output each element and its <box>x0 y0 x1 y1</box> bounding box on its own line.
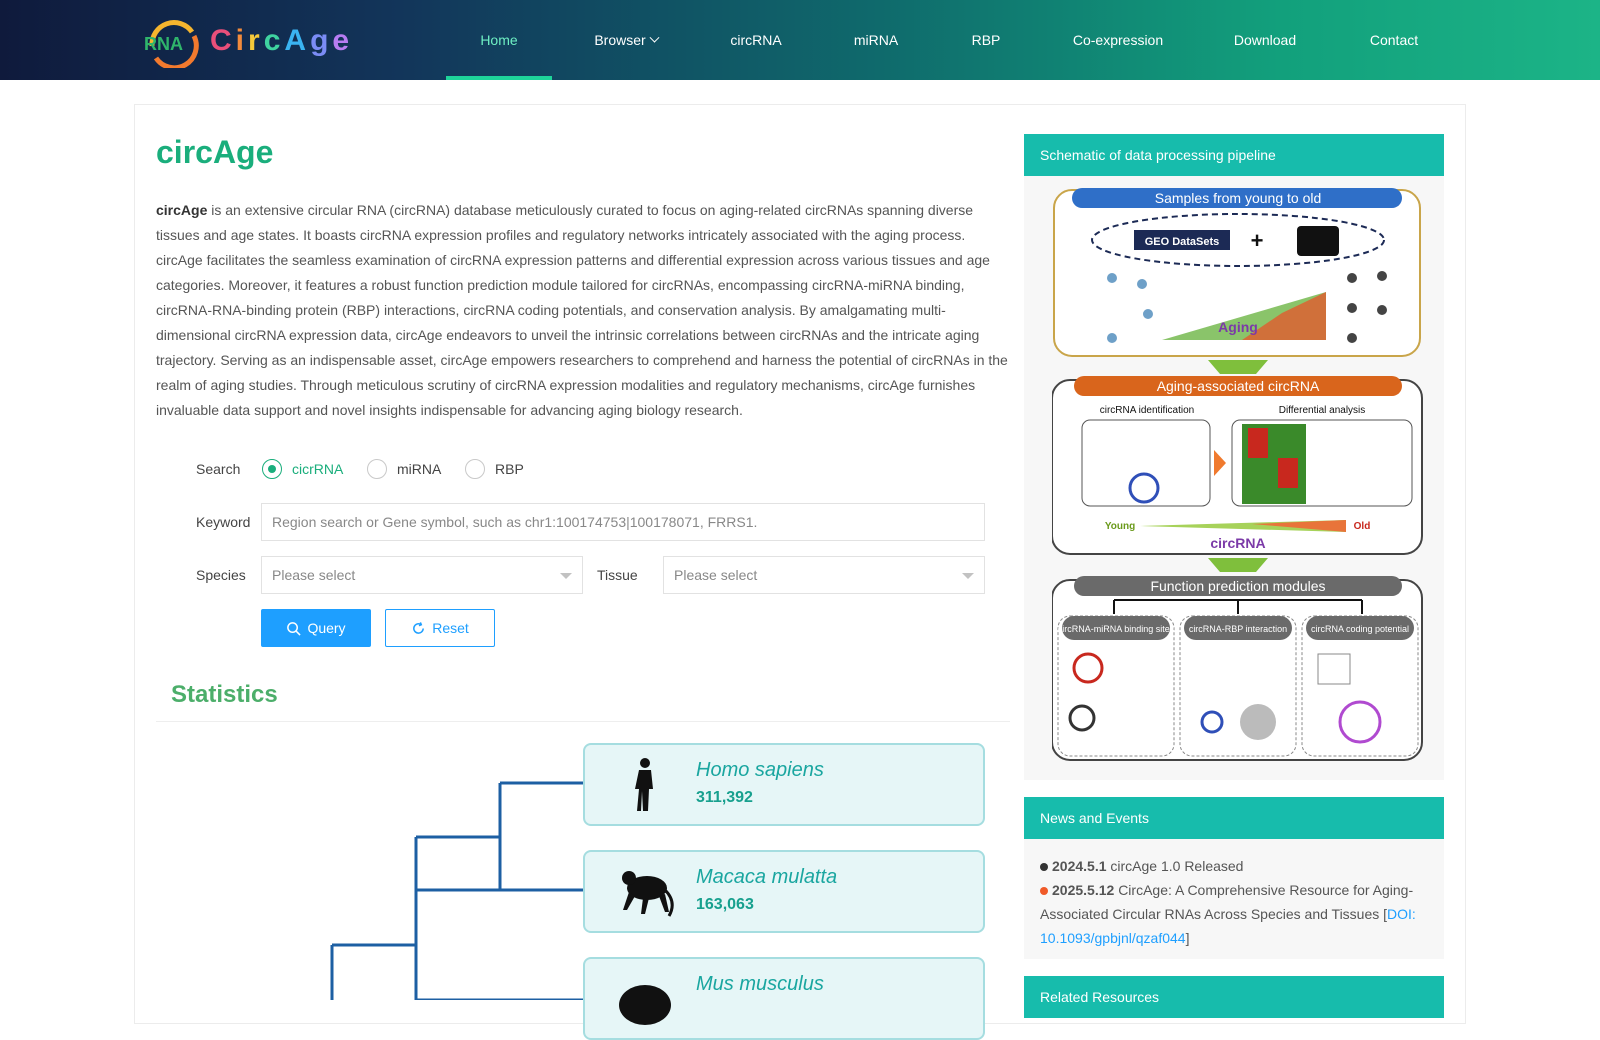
logo-text: CircAge <box>210 24 354 57</box>
query-button[interactable]: Query <box>261 609 371 647</box>
news-panel: News and Events <box>1024 797 1444 959</box>
svg-text:Aging: Aging <box>1218 319 1258 335</box>
species-card-homo-sapiens[interactable]: Homo sapiens 311,392 <box>583 743 985 826</box>
nav-circrna[interactable]: circRNA <box>730 32 782 48</box>
reset-button[interactable]: Reset <box>385 609 495 647</box>
pipeline-schematic-image: Samples from young to old GEO DataSets +… <box>1052 188 1423 761</box>
svg-text:Samples from young to old: Samples from young to old <box>1155 190 1322 206</box>
tissue-label: Tissue <box>597 567 638 583</box>
svg-text:+: + <box>1251 228 1264 253</box>
species-card-macaca-mulatta[interactable]: Macaca mulatta 163,063 <box>583 850 985 933</box>
tissue-select[interactable]: Please select <box>663 556 985 594</box>
radio-circrna[interactable]: cicrRNA <box>262 459 343 479</box>
nav-contact[interactable]: Contact <box>1369 32 1419 48</box>
related-panel-title: Related Resources <box>1024 976 1444 1018</box>
mouse-silhouette-icon <box>619 985 671 1025</box>
dropdown-arrow-icon <box>962 573 974 579</box>
circage-logo[interactable]: RNA CircAge <box>142 14 353 68</box>
nav-browser[interactable]: Browser <box>552 0 700 80</box>
keyword-input[interactable]: Region search or Gene symbol, such as ch… <box>261 503 985 541</box>
phylogenetic-tree <box>330 781 583 1000</box>
bullet-icon <box>1040 887 1048 896</box>
svg-text:Young: Young <box>1105 521 1135 532</box>
nav-coexpression[interactable]: Co-expression <box>1072 32 1164 48</box>
nav-download[interactable]: Download <box>1233 32 1297 48</box>
main-nav: Home Browser circRNA miRNA RBP Co-expres… <box>446 0 1462 80</box>
species-select[interactable]: Please select <box>261 556 583 594</box>
refresh-icon <box>413 621 425 634</box>
svg-text:Old: Old <box>1354 521 1371 532</box>
nav-mirna[interactable]: miRNA <box>853 32 899 48</box>
radio-rbp[interactable]: RBP <box>465 459 524 479</box>
search-icon <box>287 621 302 636</box>
news-item: 2025.5.12 CircAge: A Comprehensive Resou… <box>1040 882 1416 946</box>
top-header: RNA CircAge Home Browser circRNA miRNA R… <box>0 0 1600 80</box>
svg-text:circRNA-RBP interaction: circRNA-RBP interaction <box>1189 624 1287 634</box>
dropdown-arrow-icon <box>560 573 572 579</box>
nav-rbp[interactable]: RBP <box>971 32 1001 48</box>
doi-link[interactable]: DOI: 10.1093/gpbjnl/qzaf044 <box>1040 906 1416 946</box>
keyword-label: Keyword <box>196 514 251 530</box>
statistics-title: Statistics <box>171 681 278 708</box>
bullet-icon <box>1040 863 1048 872</box>
search-label: Search <box>196 461 241 477</box>
nav-home[interactable]: Home <box>446 0 552 80</box>
svg-text:Differential analysis: Differential analysis <box>1279 405 1366 416</box>
svg-text:Function prediction modules: Function prediction modules <box>1150 578 1325 594</box>
intro-paragraph: circAge is an extensive circular RNA (ci… <box>156 202 1008 418</box>
news-list: 2024.5.1 circAge 1.0 Released 2025.5.12 … <box>1040 854 1430 950</box>
svg-text:GEO DataSets: GEO DataSets <box>1145 236 1220 248</box>
svg-text:circRNA: circRNA <box>1210 535 1265 551</box>
svg-text:circRNA-miRNA binding sites: circRNA-miRNA binding sites <box>1058 624 1175 634</box>
monkey-silhouette-icon <box>622 871 674 917</box>
news-item: 2024.5.1 circAge 1.0 Released <box>1040 854 1430 878</box>
news-panel-title: News and Events <box>1024 797 1444 839</box>
rna-logo-icon: RNA <box>144 20 199 68</box>
related-panel: Related Resources <box>1024 976 1444 1018</box>
species-card-mus-musculus[interactable]: Mus musculus <box>583 957 985 1040</box>
radio-mirna[interactable]: miRNA <box>367 459 441 479</box>
page-title: circAge <box>156 134 274 170</box>
svg-text:circRNA coding potential: circRNA coding potential <box>1311 624 1409 634</box>
divider <box>156 721 1010 722</box>
species-label: Species <box>196 567 246 583</box>
pipeline-panel-title: Schematic of data processing pipeline <box>1024 134 1444 176</box>
svg-text:RNA: RNA <box>144 34 183 54</box>
human-silhouette-icon <box>635 758 653 811</box>
chevron-down-icon <box>649 32 660 43</box>
svg-text:Aging-associated circRNA: Aging-associated circRNA <box>1157 378 1320 394</box>
svg-text:circRNA identification: circRNA identification <box>1100 405 1194 416</box>
